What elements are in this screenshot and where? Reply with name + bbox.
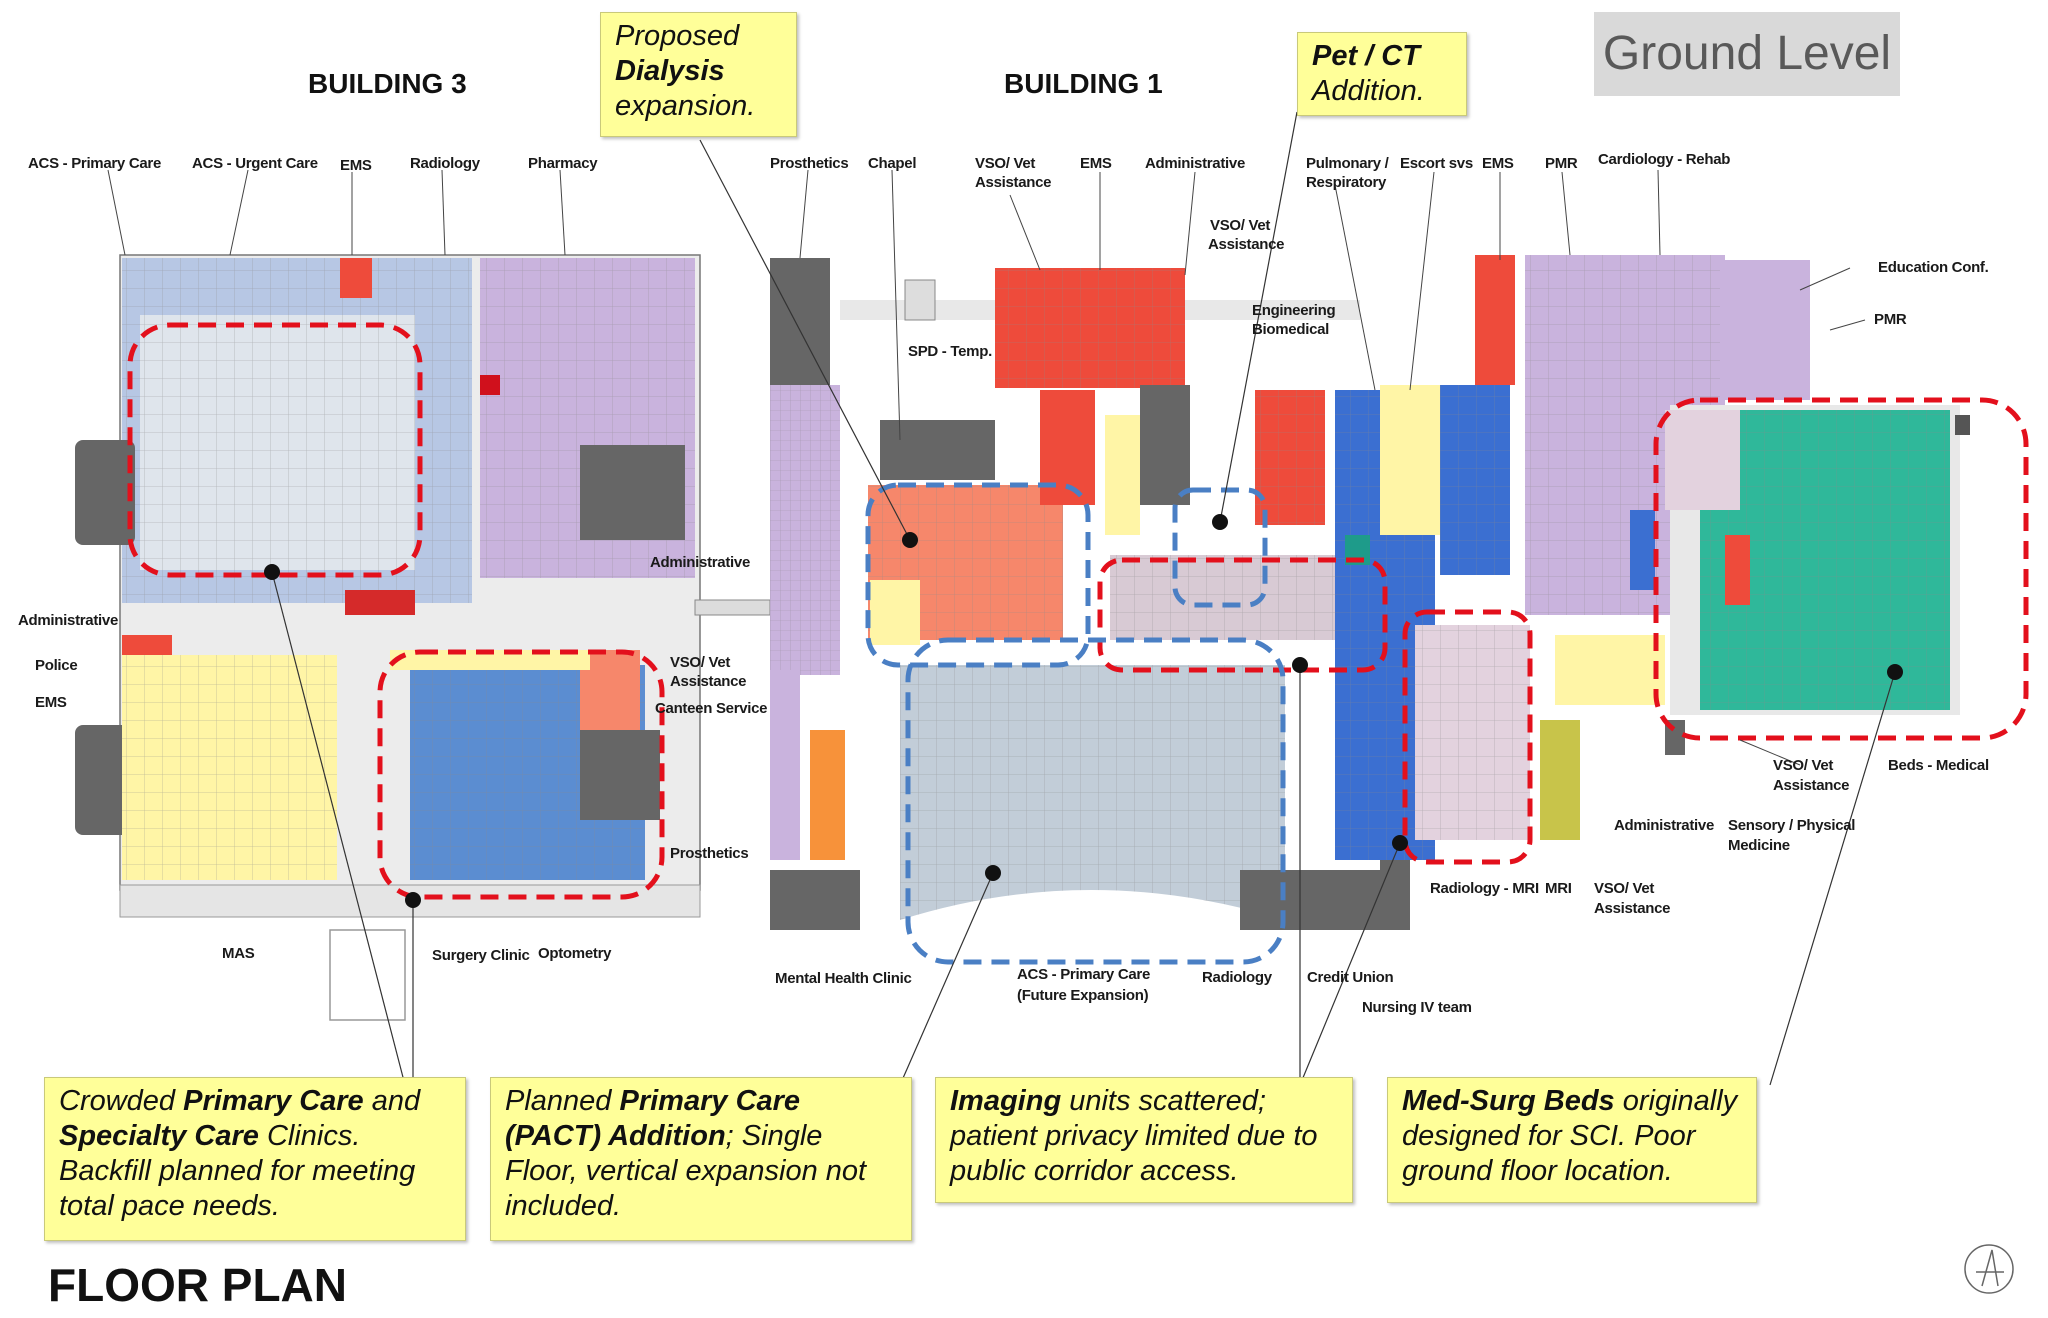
callout-dialysis-bold: Dialysis bbox=[615, 55, 725, 87]
label-cardiology-rehab: Cardiology - Rehab bbox=[1598, 151, 1730, 168]
label-beds-medical: Beds - Medical bbox=[1888, 757, 1989, 774]
label-vso-vet-mid-2: Assistance bbox=[670, 673, 746, 690]
label-ems-b3: EMS bbox=[340, 157, 372, 174]
building-1-title: BUILDING 1 bbox=[1004, 68, 1163, 99]
callout-planned-post: ; Single Floor, vertical expansion not i… bbox=[505, 1120, 867, 1222]
leader-lines bbox=[271, 111, 1896, 1086]
label-mental-health-clinic: Mental Health Clinic bbox=[775, 970, 912, 987]
label-pmr-right: PMR bbox=[1874, 311, 1907, 328]
label-vso-vet-b1b-1: VSO/ Vet bbox=[1210, 217, 1270, 234]
ground-level-badge: Ground Level bbox=[1594, 12, 1900, 96]
label-administrative-left: Administrative bbox=[18, 612, 118, 629]
callout-crowded-pre: Crowded bbox=[59, 1085, 184, 1117]
label-police: Police bbox=[35, 657, 77, 674]
callout-medsurg-post: originally designed for SCI. Poor ground… bbox=[1402, 1085, 1738, 1187]
label-education-conf: Education Conf. bbox=[1878, 259, 1989, 276]
callout-imaging-bold: Imaging bbox=[950, 1085, 1062, 1117]
building-3-footprint bbox=[75, 254, 701, 1021]
callout-petct-bold: Pet / CT bbox=[1312, 40, 1420, 72]
red-region-imaging-corridor bbox=[1097, 557, 1388, 673]
callout-med-surg: Med-Surg Beds originally designed for SC… bbox=[1387, 1077, 1757, 1203]
label-ems-right: EMS bbox=[1482, 155, 1514, 172]
label-spd-temp: SPD - Temp. bbox=[908, 343, 992, 360]
callout-medsurg-bold: Med-Surg Beds bbox=[1402, 1085, 1615, 1117]
floor-plan-title: FLOOR PLAN bbox=[48, 1259, 347, 1311]
label-pulmonary-1: Pulmonary / bbox=[1306, 155, 1390, 172]
connecting-corridor bbox=[694, 599, 771, 616]
callout-crowded-bold2: Specialty Care bbox=[59, 1120, 259, 1152]
label-sensory-2: Medicine bbox=[1728, 837, 1790, 854]
label-acs-future-2: (Future Expansion) bbox=[1017, 987, 1149, 1004]
red-region-specialty-care bbox=[377, 649, 665, 900]
label-vso-vet-mid-1: VSO/ Vet bbox=[670, 654, 730, 671]
label-vso-vet-far-1: VSO/ Vet bbox=[1773, 757, 1833, 774]
label-ems-b1: EMS bbox=[1080, 155, 1112, 172]
blue-region-dialysis bbox=[865, 482, 1091, 668]
label-radiology-mri: Radiology - MRI bbox=[1430, 880, 1539, 897]
callout-petct: Pet / CT Addition. bbox=[1297, 32, 1467, 116]
blue-region-pact-addition bbox=[905, 637, 1286, 965]
label-ems-left: EMS bbox=[35, 694, 67, 711]
label-administrative-b1: Administrative bbox=[1145, 155, 1245, 172]
building-3-title: BUILDING 3 bbox=[308, 68, 467, 99]
label-vso-vet-b1b-2: Assistance bbox=[1208, 236, 1284, 253]
label-canteen-service: Canteen Service bbox=[655, 700, 767, 717]
callout-imaging: Imaging units scattered; patient privacy… bbox=[935, 1077, 1353, 1203]
label-surgery-clinic: Surgery Clinic bbox=[432, 947, 530, 964]
label-pharmacy: Pharmacy bbox=[528, 155, 598, 172]
label-vso-vet-b1-2: Assistance bbox=[975, 174, 1051, 191]
label-radiology-b1: Radiology bbox=[1202, 969, 1273, 986]
label-prosthetics-top: Prosthetics bbox=[770, 155, 848, 172]
callout-dots bbox=[264, 514, 1903, 908]
label-radiology-b3: Radiology bbox=[410, 155, 481, 172]
label-vso-vet-b1-1: VSO/ Vet bbox=[975, 155, 1035, 172]
callout-crowded-mid2: Clinics. Backfill planned for meeting to… bbox=[59, 1120, 416, 1222]
blue-region-petct bbox=[1172, 487, 1268, 608]
label-vso-vet-right-2: Assistance bbox=[1594, 900, 1670, 917]
label-administrative-mid: Administrative bbox=[650, 554, 750, 571]
label-sensory-1: Sensory / Physical bbox=[1728, 817, 1855, 834]
label-engineering-2: Biomedical bbox=[1252, 321, 1329, 338]
callout-pact-addition: Planned Primary Care (PACT) Addition; Si… bbox=[490, 1077, 912, 1241]
label-administrative-right: Administrative bbox=[1614, 817, 1714, 834]
red-region-med-surg bbox=[1653, 397, 2029, 741]
label-credit-union: Credit Union bbox=[1307, 969, 1394, 986]
label-acs-urgent-care: ACS - Urgent Care bbox=[192, 155, 318, 172]
callout-dialysis-line1: Proposed bbox=[615, 20, 740, 52]
callout-dialysis-line3: expansion. bbox=[615, 90, 756, 122]
north-arrow-icon bbox=[1964, 1244, 2014, 1294]
label-acs-future-1: ACS - Primary Care bbox=[1017, 966, 1150, 983]
callout-planned-bold1: Primary Care (PACT) Addition bbox=[505, 1085, 801, 1152]
label-pmr-top: PMR bbox=[1545, 155, 1578, 172]
label-optometry: Optometry bbox=[538, 945, 612, 962]
callout-dialysis: Proposed Dialysis expansion. bbox=[600, 12, 797, 137]
label-vso-vet-right-1: VSO/ Vet bbox=[1594, 880, 1654, 897]
callout-crowded-bold1: Primary Care bbox=[183, 1085, 364, 1117]
label-prosthetics-bottom: Prosthetics bbox=[670, 845, 748, 862]
red-region-mri bbox=[1402, 609, 1533, 865]
label-engineering-1: Engineering bbox=[1252, 302, 1336, 319]
label-vso-vet-far-2: Assistance bbox=[1773, 777, 1849, 794]
label-ticks bbox=[107, 169, 1866, 766]
label-nursing-iv-team: Nursing IV team bbox=[1362, 999, 1472, 1016]
label-mas: MAS bbox=[222, 945, 255, 962]
label-pulmonary-2: Respiratory bbox=[1306, 174, 1387, 191]
label-escort-svs: Escort svs bbox=[1400, 155, 1473, 172]
callout-petct-line2: Addition. bbox=[1312, 75, 1425, 107]
label-chapel: Chapel bbox=[868, 155, 916, 172]
room-labels: ACS - Primary Care ACS - Urgent Care EMS… bbox=[18, 151, 1989, 1016]
label-acs-primary-care: ACS - Primary Care bbox=[28, 155, 161, 172]
label-mri: MRI bbox=[1545, 880, 1572, 897]
callout-crowded-mid1: and bbox=[363, 1085, 421, 1117]
callout-planned-pre: Planned bbox=[505, 1085, 620, 1117]
highlight-regions bbox=[127, 322, 2029, 965]
callout-imaging-post: units scattered; patient privacy limited… bbox=[950, 1085, 1318, 1187]
